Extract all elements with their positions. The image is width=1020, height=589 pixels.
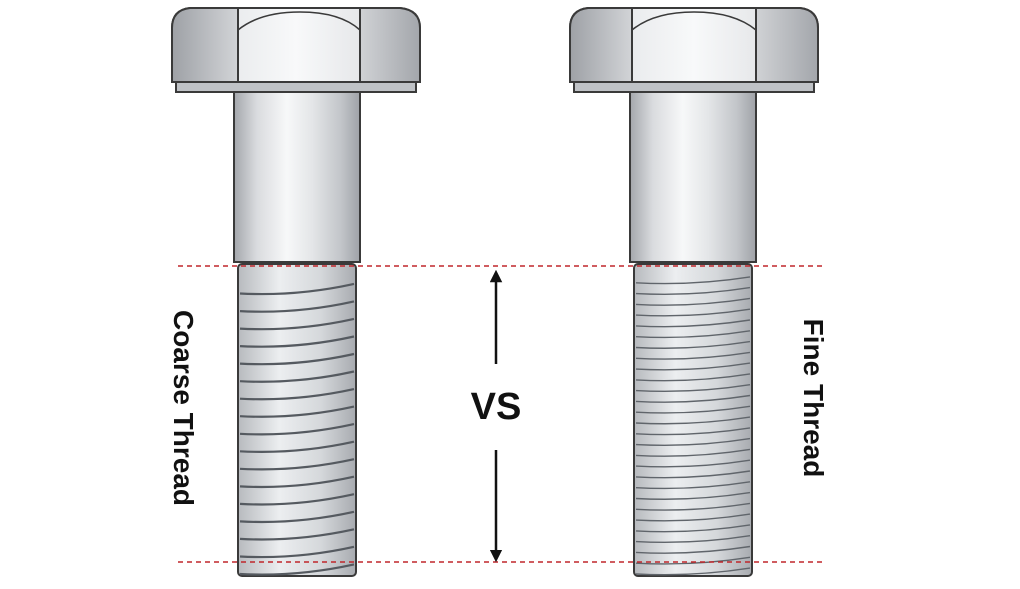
fine-thread-ridge bbox=[635, 556, 751, 565]
fine-thread-ridge bbox=[635, 567, 751, 576]
fine-thread-ridge bbox=[635, 481, 751, 490]
fine-thread-ridge bbox=[635, 330, 751, 339]
coarse-thread-ridge bbox=[239, 317, 355, 331]
fine-thread-ridge bbox=[635, 524, 751, 533]
coarse-thread-ridge bbox=[239, 300, 355, 313]
fine-thread-ridge bbox=[635, 384, 751, 393]
fine-thread-ridge bbox=[635, 513, 751, 522]
fine-thread-ridge bbox=[635, 502, 751, 511]
fine-thread-ridge bbox=[635, 491, 751, 500]
fine-thread-ridge bbox=[635, 297, 751, 306]
fine-bolt-head bbox=[569, 7, 819, 93]
fine-thread-ridge bbox=[635, 362, 751, 371]
fine-thread-ridge bbox=[635, 416, 751, 425]
coarse-thread-ridge bbox=[239, 510, 355, 524]
fine-thread-ridge bbox=[635, 351, 751, 360]
vs-label: VS bbox=[471, 386, 522, 428]
coarse-thread-ridge bbox=[239, 458, 355, 471]
coarse-thread-ridge bbox=[239, 405, 355, 418]
fine-thread-ridge bbox=[635, 308, 751, 317]
fine-thread-ridge bbox=[635, 470, 751, 479]
coarse-thread-ridge bbox=[239, 335, 355, 348]
coarse-thread-ridge bbox=[239, 370, 355, 383]
fine-thread-label: Fine Thread bbox=[798, 319, 829, 478]
coarse-bolt-threads bbox=[237, 263, 357, 577]
fine-thread-bolt bbox=[569, 7, 819, 577]
fine-thread-ridge bbox=[635, 427, 751, 436]
fine-thread-ridge bbox=[635, 405, 751, 414]
fine-thread-ridge bbox=[635, 394, 751, 403]
coarse-thread-ridge bbox=[239, 545, 355, 559]
coarse-thread-ridge bbox=[239, 475, 355, 489]
coarse-thread-ridge bbox=[239, 528, 355, 541]
coarse-thread-ridge bbox=[239, 352, 355, 366]
fine-thread-ridge bbox=[635, 448, 751, 457]
fine-thread-ridge bbox=[635, 535, 751, 544]
coarse-thread-ridge bbox=[239, 282, 355, 296]
fine-thread-ridge bbox=[635, 459, 751, 468]
fine-thread-ridge bbox=[635, 276, 751, 285]
coarse-thread-label: Coarse Thread bbox=[168, 310, 199, 506]
coarse-bolt-shank bbox=[233, 91, 361, 263]
coarse-thread-ridge bbox=[239, 388, 355, 401]
fine-bolt-threads bbox=[633, 263, 753, 577]
coarse-thread-ridge bbox=[239, 493, 355, 506]
coarse-thread-ridge bbox=[239, 563, 355, 576]
coarse-thread-ridge bbox=[239, 440, 355, 453]
fine-thread-ridge bbox=[635, 340, 751, 349]
fine-thread-ridge bbox=[635, 286, 751, 296]
coarse-thread-bolt bbox=[171, 7, 421, 577]
coarse-thread-ridge bbox=[239, 423, 355, 436]
coarse-bolt-head bbox=[171, 7, 421, 93]
fine-thread-ridge bbox=[635, 319, 751, 328]
fine-thread-ridge bbox=[635, 373, 751, 382]
fine-thread-ridge bbox=[635, 545, 751, 554]
fine-bolt-shank bbox=[629, 91, 757, 263]
fine-thread-ridge bbox=[635, 437, 751, 447]
